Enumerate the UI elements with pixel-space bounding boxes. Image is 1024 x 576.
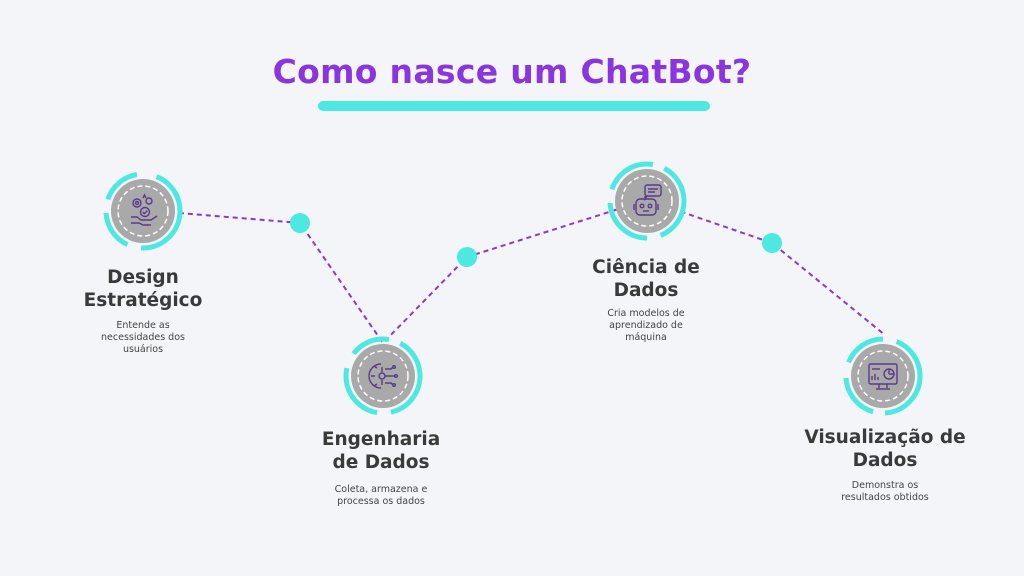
gears-hand-check-icon	[131, 193, 158, 226]
node-ciencia-de-dados	[607, 161, 687, 241]
step-title-design-estrategico: Design Estratégico	[83, 267, 203, 311]
step-desc-visualizacao-de-dados: Demonstra os resultados obtidos	[841, 480, 929, 503]
node-engenharia-de-dados	[343, 336, 423, 416]
node-design-estrategico	[103, 171, 183, 251]
step-title-visualizacao-de-dados: Visualização de Dados	[804, 427, 966, 471]
waypoint-dot	[762, 233, 782, 253]
step-title-engenharia-de-dados: Engenharia de Dados	[321, 429, 441, 473]
waypoint-dot	[290, 213, 310, 233]
step-desc-design-estrategico: Entende as necessidades dos usuários	[101, 320, 185, 355]
waypoint-dot	[457, 247, 477, 267]
step-title-ciencia-de-dados: Ciência de Dados	[592, 257, 700, 301]
circuit-gear-icon	[368, 363, 399, 389]
dashboard-monitor-icon	[868, 363, 898, 390]
page-title: Como nasce um ChatBot?	[272, 52, 752, 91]
step-desc-engenharia-de-dados: Coleta, armazena e processa os dados	[334, 484, 428, 507]
title-underline	[318, 101, 710, 111]
node-visualizacao-de-dados	[843, 336, 923, 416]
step-desc-ciencia-de-dados: Cria modelos de aprendizado de máquina	[607, 308, 685, 343]
robot-chat-icon	[633, 184, 662, 216]
